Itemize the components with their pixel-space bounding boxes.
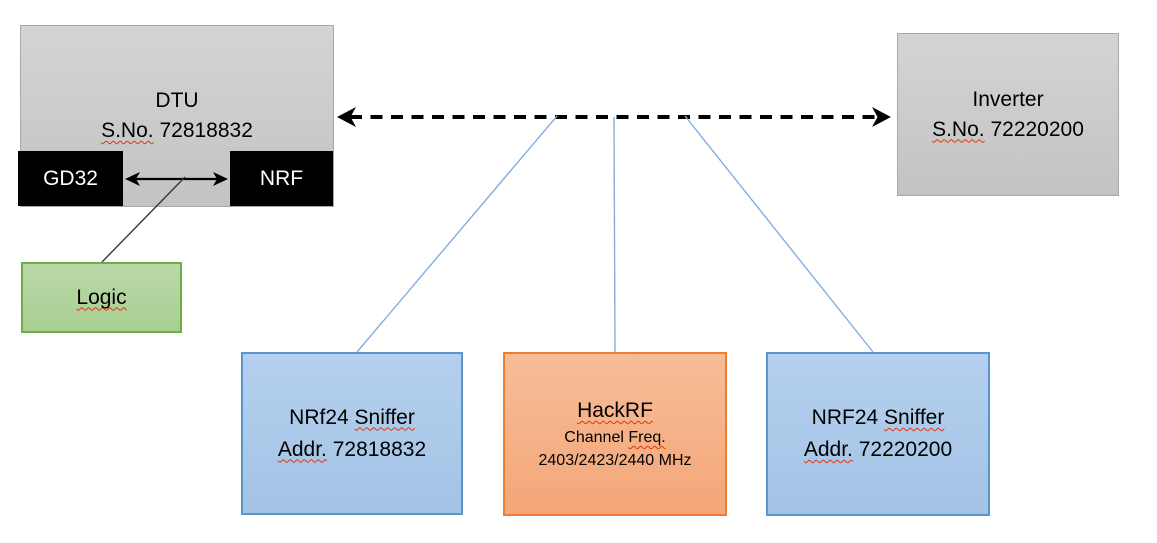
dtu-serial-prefix: S.No. [101, 119, 154, 142]
sniffer-left-title: NRf24 Sniffer [289, 405, 415, 429]
inverter-box: Inverter S.No. 72220200 [897, 33, 1119, 196]
nrf-chip-box: NRF [230, 151, 333, 206]
hackrf-title: HackRF [577, 399, 653, 422]
sniffer-left-address: Addr. 72818832 [277, 437, 427, 461]
inverter-serial-number: 72220200 [984, 117, 1084, 141]
logic-box: Logic [21, 262, 182, 333]
inverter-serial: S.No. 72220200 [932, 115, 1084, 145]
gd32-chip-label: GD32 [43, 166, 98, 190]
connector-line-sniffer-right [684, 115, 874, 353]
logic-label: Logic [76, 285, 127, 309]
dtu-serial: S.No. 72818832 [101, 116, 253, 146]
sniffer-right-title: NRF24 Sniffer [811, 406, 945, 429]
gd32-chip-box: GD32 [18, 151, 123, 206]
connector-line-hackrf [613, 116, 616, 353]
hackrf-box: HackRF Channel Freq. 2403/2423/2440 MHz [503, 352, 727, 516]
sniffer-right-box: NRF24 Sniffer Addr. 72220200 [766, 352, 990, 516]
sniffer-right-address: Addr. 72220200 [803, 438, 953, 461]
dtu-serial-number: 72818832 [153, 119, 253, 142]
nrf-chip-label: NRF [259, 166, 304, 190]
hackrf-frequencies: 2403/2423/2440 MHz [538, 452, 692, 469]
inverter-title: Inverter [972, 87, 1044, 111]
inverter-serial-prefix: S.No. [932, 117, 985, 141]
rf-link-dashed-double-arrow-icon [337, 107, 891, 127]
connector-line-sniffer-left [356, 115, 558, 353]
hackrf-channel-label: Channel Freq. [564, 429, 666, 446]
dtu-title: DTU [155, 89, 199, 112]
sniffer-left-box: NRf24 Sniffer Addr. 72818832 [241, 352, 463, 515]
